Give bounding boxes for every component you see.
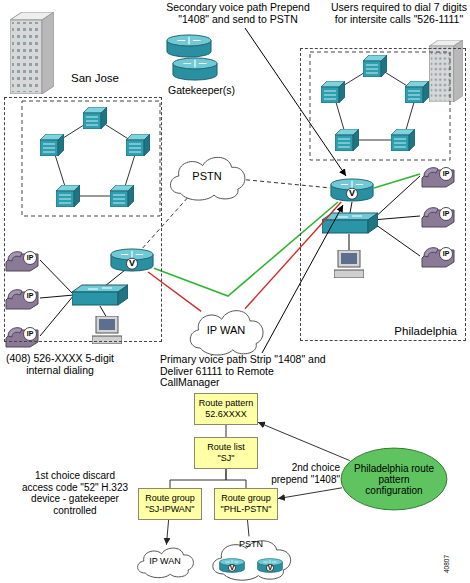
building-icon	[10, 12, 54, 94]
callmanager-server	[40, 134, 64, 156]
connector	[226, 425, 227, 437]
voice-gateway: V	[110, 248, 154, 272]
lan-switch	[72, 285, 128, 305]
callmanager-server	[110, 185, 134, 207]
callmanager-server	[83, 107, 107, 129]
connector	[170, 469, 226, 488]
cluster-boundary	[310, 52, 450, 160]
phone-badge: IP	[22, 290, 38, 302]
node-title: Philadelphia	[394, 325, 457, 337]
ip-phone	[6, 328, 38, 348]
figure-number: 40807	[443, 549, 451, 579]
node-title: Philadelphia route pattern configuration	[352, 463, 436, 496]
node-title: PSTN	[192, 170, 221, 182]
config-box: Route list"SJ"	[194, 437, 258, 469]
cloud-outline	[190, 311, 263, 355]
router-symbol	[111, 249, 153, 271]
callmanager-server	[321, 81, 345, 103]
node-value: "SJ"	[218, 453, 235, 464]
voice-path	[374, 174, 420, 188]
building-icon	[429, 40, 462, 102]
config-box: Route group"PHL-PSTN"	[214, 488, 278, 520]
pc-icon	[334, 250, 364, 278]
ip-phone	[6, 252, 38, 272]
gatekeeper-router	[173, 58, 217, 80]
ip-phone	[422, 208, 454, 228]
phone-badge: IP	[22, 252, 38, 264]
cloud-outline	[138, 548, 194, 578]
callmanager-server	[56, 185, 80, 207]
node-title: IP WAN	[207, 324, 246, 336]
network-cloud: PSTN	[163, 150, 251, 202]
ellipse-outline	[341, 448, 447, 510]
node-title: V	[330, 187, 374, 199]
config-box: Route group"SJ-IPWAN"	[138, 488, 202, 520]
phone-badge: IP	[438, 248, 454, 260]
gateway-badge: V	[264, 562, 276, 574]
device-label: Gatekeeper(s)	[168, 84, 235, 96]
phone-badge: IP	[22, 328, 38, 340]
connector	[246, 180, 330, 188]
callout-note: Users required to dial 7 digits for inte…	[330, 1, 468, 25]
lan-switch	[322, 213, 378, 233]
network-cloud: IP WAN	[132, 543, 198, 579]
node-title: V	[110, 257, 154, 269]
connector	[258, 422, 350, 460]
connector	[278, 488, 342, 499]
node-title: Route group	[221, 493, 271, 504]
node-title: PSTN	[205, 539, 297, 550]
node-title: Route group	[145, 493, 195, 504]
callmanager-server	[126, 134, 150, 156]
callout-note: Secondary voice path Prepend "1408" and …	[150, 1, 326, 25]
ip-phone	[422, 248, 454, 268]
network-cloud: IP WAN	[183, 303, 269, 357]
ip-phone	[422, 168, 454, 188]
node-title: San Jose	[71, 72, 119, 84]
site-boundary: San JoseV	[4, 97, 162, 342]
gateway-badge: V	[226, 562, 238, 574]
phone-badge: IP	[438, 208, 454, 220]
connector	[148, 272, 201, 311]
cluster-link	[333, 66, 417, 140]
node-title: Route list	[207, 442, 245, 453]
ip-phone	[6, 290, 38, 310]
pc-icon	[92, 316, 122, 344]
leader-line	[245, 28, 346, 176]
node-title: IP WAN	[149, 556, 181, 566]
callmanager-server	[335, 129, 359, 151]
connector	[226, 469, 246, 488]
cluster-link	[52, 118, 138, 196]
connector	[154, 202, 338, 296]
leader-line	[262, 205, 343, 353]
node-value: 52.6XXXX	[205, 409, 247, 420]
callout-note: Primary voice path Strip "1408" and Deli…	[160, 354, 328, 389]
connector	[166, 520, 168, 545]
callmanager-server	[391, 129, 415, 151]
cluster-boundary	[22, 101, 160, 216]
connector	[143, 197, 189, 248]
voice-gateway: V	[330, 178, 374, 202]
phone-badge: IP	[438, 168, 454, 180]
config-ellipse: Philadelphia route pattern configuration	[340, 447, 448, 511]
callmanager-server	[405, 81, 429, 103]
config-box: Route pattern52.6XXXX	[194, 393, 258, 425]
node-value: "SJ-IPWAN"	[145, 504, 194, 515]
site-boundary: Philadelphia V	[300, 48, 466, 341]
choice-note: 2nd choice prepend "1408"	[268, 462, 340, 485]
connector	[245, 202, 341, 309]
router-symbol	[331, 179, 373, 201]
node-value: "PHL-PSTN"	[221, 504, 272, 515]
network-cloud: PSTN	[205, 534, 297, 582]
cloud-outline	[170, 157, 244, 200]
site-note: (408) 526-XXXX 5-digit internal dialing	[4, 352, 116, 376]
gatekeeper-router	[167, 35, 211, 57]
node-title: Route pattern	[199, 398, 254, 409]
connector	[248, 520, 250, 536]
callmanager-server	[363, 55, 387, 77]
choice-note: 1st choice discard access code "52" H.32…	[20, 470, 130, 516]
